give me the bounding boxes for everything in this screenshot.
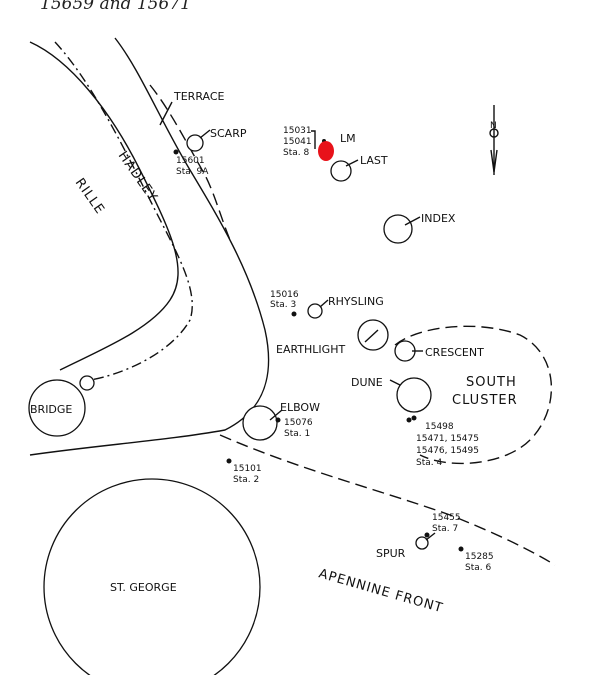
sample-15285: 15285: [465, 552, 494, 562]
crater-bridge: [28, 379, 86, 437]
label-lm: LM: [340, 132, 356, 145]
label-apennine-front: APENNINE FRONT: [317, 566, 445, 616]
station-6: Sta. 6: [465, 563, 491, 573]
label-bridge: BRIDGE: [30, 403, 72, 416]
crater-index: [383, 214, 413, 244]
station-7: Sta. 7: [432, 524, 458, 534]
crater-scarp: [186, 134, 204, 152]
sample-15498: 15498: [425, 422, 454, 432]
sample-15016: 15016: [270, 290, 299, 300]
label-elbow: ELBOW: [280, 401, 320, 414]
crater-last: [330, 160, 352, 182]
sample-15101: 15101: [233, 464, 262, 474]
label-cluster: CLUSTER: [452, 393, 518, 408]
station-2: Sta. 2: [233, 475, 259, 485]
station-8: Sta. 8: [283, 148, 309, 158]
crater-bridge-small: [79, 375, 95, 391]
sample-15041: 15041: [283, 137, 312, 147]
rille-west-wall: [29, 41, 179, 371]
label-crescent: CRESCENT: [425, 346, 484, 359]
label-spur: SPUR: [376, 547, 406, 560]
north-label: N: [490, 121, 497, 131]
figure-caption: 15659 and 15671: [40, 0, 191, 14]
label-st-george: ST. GEORGE: [110, 581, 177, 594]
station-3: Sta. 3: [270, 300, 296, 310]
sample-15076: 15076: [284, 418, 313, 428]
terrace-line: [149, 84, 231, 241]
crater-st-george: [43, 478, 261, 675]
lm-marker: [318, 141, 334, 161]
crater-spur: [415, 536, 429, 550]
north-arrow: [489, 105, 499, 175]
sample-15455: 15455: [432, 513, 461, 523]
rille-floor-dash: [54, 41, 193, 381]
station-4: Sta. 4: [416, 458, 442, 468]
label-terrace: TERRACE: [173, 90, 225, 103]
label-last: LAST: [360, 154, 388, 167]
label-scarp: SCARP: [210, 127, 247, 140]
crater-dune: [396, 377, 432, 413]
label-earthlight: EARTHLIGHT: [276, 343, 345, 356]
label-rille: RILLE: [72, 176, 108, 218]
crater-elbow: [242, 405, 278, 441]
label-rhysling: RHYSLING: [328, 295, 384, 308]
south-cluster-boundary: [394, 325, 552, 465]
sample-15031: 15031: [283, 126, 312, 136]
station-9a: Sta. 9A: [176, 167, 209, 177]
label-hadley: HADLEY: [115, 149, 161, 205]
sample-15601: 15601: [176, 156, 205, 166]
apennine-front-boundary: [219, 434, 556, 566]
label-south: SOUTH: [466, 375, 517, 390]
rille-east-wall: [29, 37, 270, 456]
sample-15471: 15471, 15475: [416, 434, 479, 444]
station-1: Sta. 1: [284, 429, 310, 439]
sample-15476: 15476, 15495: [416, 446, 479, 456]
crater-rhysling: [307, 303, 323, 319]
label-index: INDEX: [421, 212, 456, 225]
label-dune: DUNE: [351, 376, 383, 389]
